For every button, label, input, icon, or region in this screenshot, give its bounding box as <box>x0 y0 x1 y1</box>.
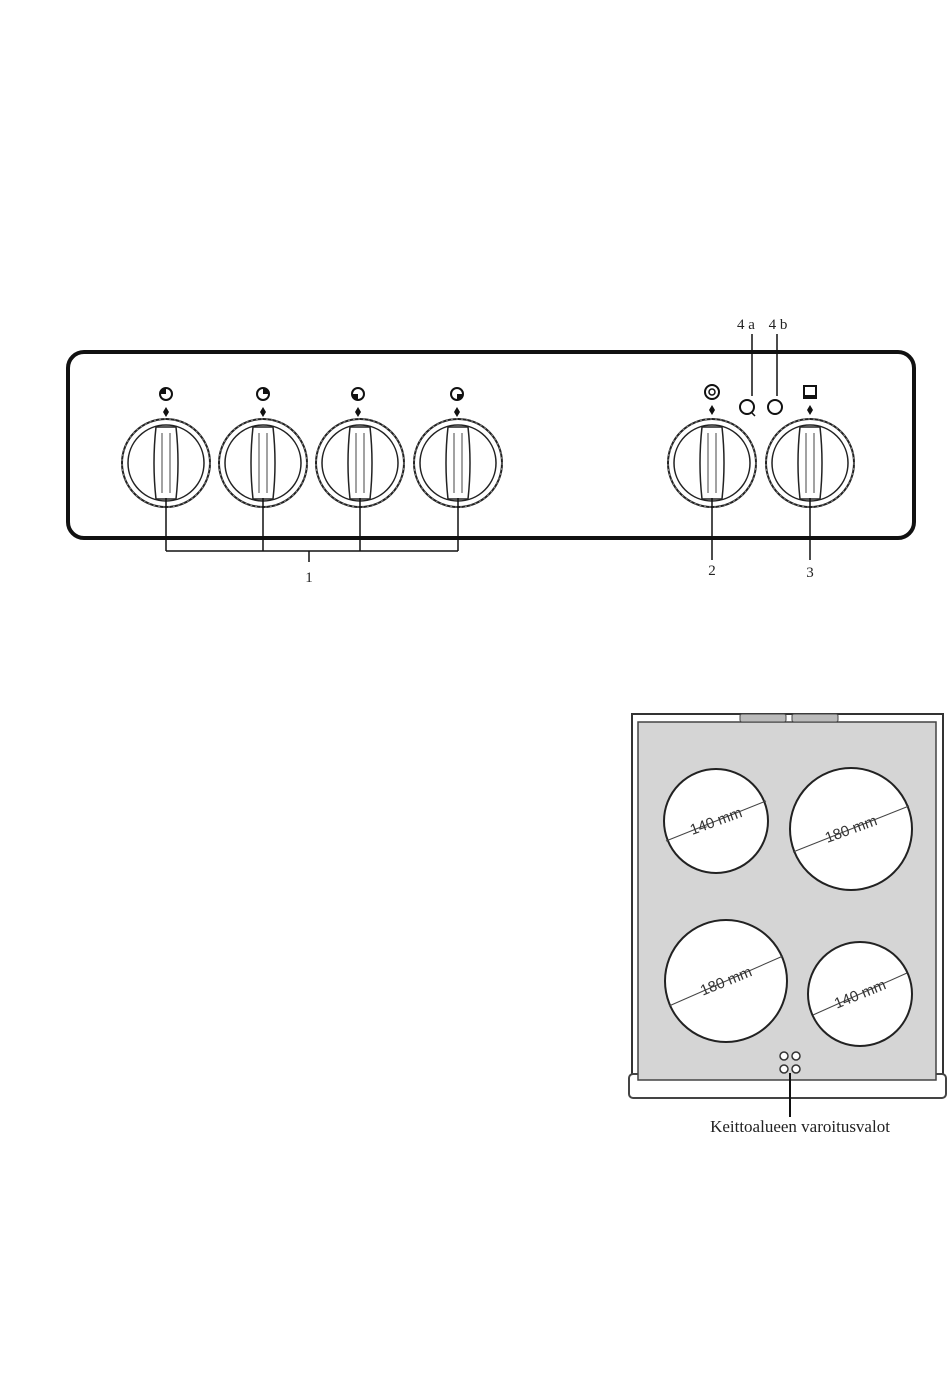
thermostat-knob <box>766 419 854 507</box>
indicator-light-4b <box>768 400 782 414</box>
hob-knob <box>219 419 307 507</box>
callout-label-4b: 4 b <box>769 317 788 333</box>
hob-vent <box>792 714 838 722</box>
cooking-zone-front-right: 140 mm <box>808 942 912 1046</box>
hob-knob <box>122 419 210 507</box>
cooking-zone-rear-right: 180 mm <box>790 768 912 890</box>
callout-label-2: 2 <box>708 563 716 579</box>
warning-lights-caption: Keittoalueen varoitusvalot <box>710 1117 890 1136</box>
control-panel: 1 2 3 4 a 4 b <box>68 317 914 586</box>
cooking-zone-front-left: 180 mm <box>665 920 787 1042</box>
callout-label-1: 1 <box>305 570 313 586</box>
hob-vent <box>740 714 786 722</box>
oven-function-knob <box>668 419 756 507</box>
hob-top-view: 140 mm 180 mm 180 mm 140 mm Keitto <box>629 714 946 1136</box>
cooking-zone-rear-left: 140 mm <box>664 769 768 873</box>
callout-label-4a: 4 a <box>737 317 755 333</box>
hob-knob <box>316 419 404 507</box>
callout-label-3: 3 <box>806 565 814 581</box>
hob-knob <box>414 419 502 507</box>
